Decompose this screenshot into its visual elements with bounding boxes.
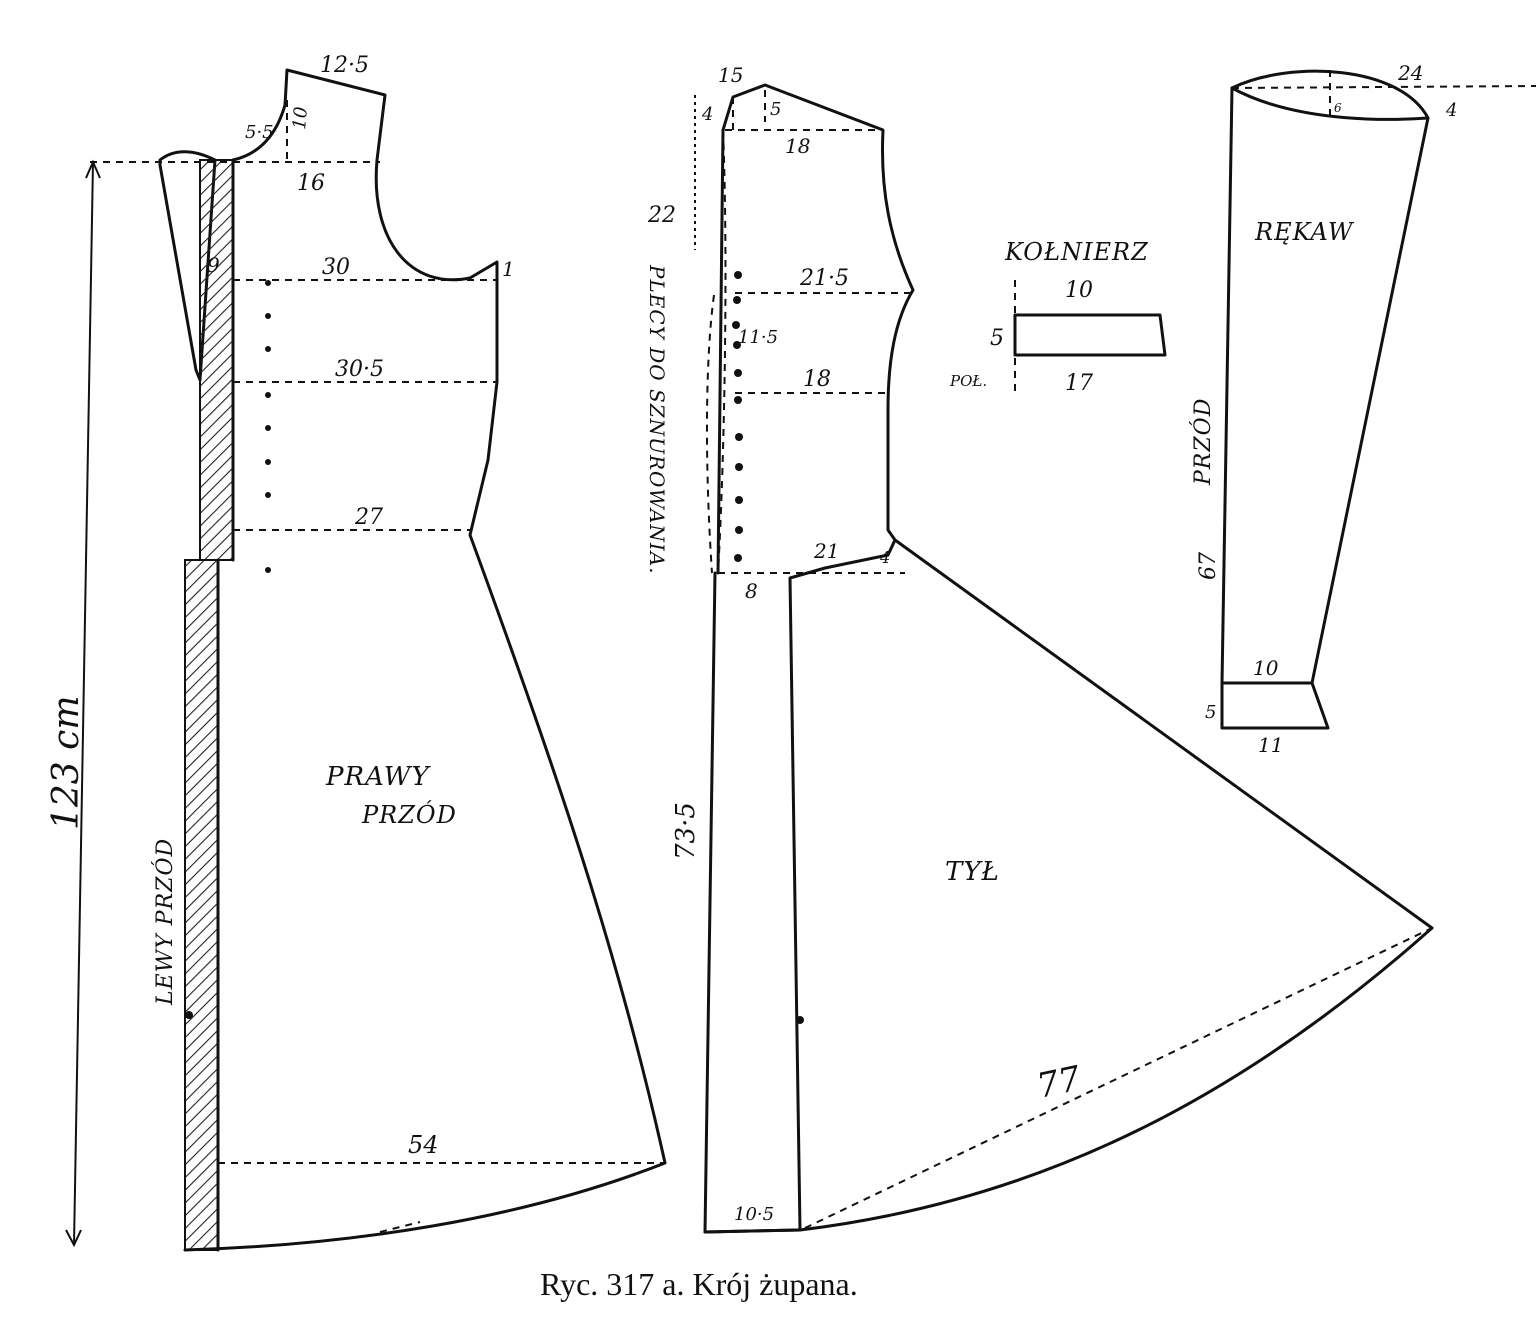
label-side-9: 9 bbox=[207, 253, 220, 277]
figure-caption: Ryc. 317 a. Krój żupana. bbox=[540, 1266, 858, 1302]
back-strip-hem bbox=[703, 1228, 802, 1234]
back-label-11-5: 11·5 bbox=[738, 327, 778, 348]
back-label-4b: 4 bbox=[879, 548, 890, 567]
sleeve-label-cap: 24 bbox=[1397, 61, 1423, 85]
sleeve-label-cuff-h: 5 bbox=[1205, 702, 1216, 723]
collar-outline bbox=[1013, 313, 1167, 357]
back-label-8: 8 bbox=[745, 579, 758, 603]
center-back-line bbox=[717, 129, 727, 574]
label-armhole: 1 bbox=[502, 257, 515, 281]
back-label-length: 73·5 bbox=[671, 802, 701, 860]
back-upper-outline bbox=[716, 83, 915, 575]
sleeve-side-label: PRZÓD bbox=[1189, 398, 1216, 486]
back-label-22: 22 bbox=[647, 203, 676, 228]
back-label-waist: 18 bbox=[803, 367, 831, 392]
collar-label-bottom: 17 bbox=[1065, 371, 1093, 396]
label-waist: 27 bbox=[354, 505, 383, 530]
sleeve-outline bbox=[1220, 69, 1430, 685]
back-skirt-radius bbox=[804, 927, 1433, 1229]
label-chest: 30 bbox=[322, 255, 350, 280]
label-left-front: LEWY PRZÓD bbox=[151, 838, 178, 1006]
back-piece: 15 4 5 18 22 21·5 11·5 18 21 4 8 73·5 10… bbox=[645, 63, 1434, 1234]
sleeve-label-length: 67 bbox=[1196, 552, 1221, 580]
back-label-shoulder: 18 bbox=[785, 134, 810, 158]
label-hem: 54 bbox=[408, 1131, 439, 1159]
label-neck-a: 5·5 bbox=[245, 122, 274, 143]
lacing-dots bbox=[732, 271, 804, 1024]
button-dots bbox=[185, 280, 271, 1019]
sleeve-name: RĘKAW bbox=[1254, 218, 1355, 246]
label-neck-b: 10 bbox=[289, 106, 312, 131]
back-label-15: 15 bbox=[718, 63, 743, 87]
right-front-outline bbox=[183, 68, 667, 1252]
sleeve-label-6: 6 bbox=[1334, 101, 1342, 115]
lacing-line bbox=[705, 294, 715, 574]
collar-label-top: 10 bbox=[1065, 278, 1093, 303]
hem-dash-fragment bbox=[379, 1221, 421, 1233]
sleeve-label-cuff-top: 10 bbox=[1253, 656, 1279, 680]
total-length-arrow bbox=[73, 161, 94, 1246]
sleeve-piece: 24 6 4 RĘKAW PRZÓD 67 10 5 11 bbox=[1189, 61, 1536, 757]
back-skirt-outline bbox=[798, 538, 1434, 1232]
back-label-skirt: 77 bbox=[1034, 1059, 1085, 1107]
arrow-head-top bbox=[85, 159, 101, 179]
sleeve-label-cuff-bottom: 11 bbox=[1258, 733, 1283, 757]
back-label-5: 5 bbox=[770, 99, 781, 120]
label-shoulder: 16 bbox=[297, 171, 325, 196]
back-label-chest: 21·5 bbox=[799, 266, 849, 291]
arrow-head-bottom bbox=[65, 1229, 82, 1248]
left-front-lapel-outline bbox=[158, 150, 217, 382]
collar-label-height: 5 bbox=[990, 326, 1004, 351]
back-label-hem: 10·5 bbox=[734, 1204, 774, 1225]
collar-piece: KOŁNIERZ 10 5 17 POŁ. bbox=[949, 238, 1167, 396]
label-neck-top: 12·5 bbox=[320, 53, 369, 78]
sleeve-cuff-outline bbox=[1220, 681, 1330, 730]
left-front-hatch-upper bbox=[199, 159, 234, 561]
back-label-4: 4 bbox=[701, 104, 713, 125]
sleeve-label-4: 4 bbox=[1445, 100, 1457, 121]
label-bust: 30·5 bbox=[335, 357, 384, 382]
sleeve-cap-curve bbox=[1230, 86, 1430, 121]
left-front-hatch-lower bbox=[184, 559, 219, 1251]
collar-label-pol: POŁ. bbox=[949, 372, 987, 390]
label-right-front-1: PRAWY bbox=[325, 762, 432, 792]
label-right-front-2: PRZÓD bbox=[361, 800, 457, 829]
right-front-piece: 12·5 5·5 10 16 9 30 1 30·5 27 54 PRAWY P… bbox=[46, 53, 667, 1252]
back-name: TYŁ bbox=[945, 857, 1000, 887]
collar-name: KOŁNIERZ bbox=[1004, 238, 1149, 266]
label-total-length: 123 cm bbox=[46, 696, 87, 830]
sleeve-cap-line bbox=[1231, 85, 1536, 89]
back-label-21: 21 bbox=[813, 539, 839, 563]
back-vertical-note: PLECY DO SZNUROWANIA. bbox=[645, 264, 669, 575]
back-strip-outline bbox=[703, 538, 897, 1234]
